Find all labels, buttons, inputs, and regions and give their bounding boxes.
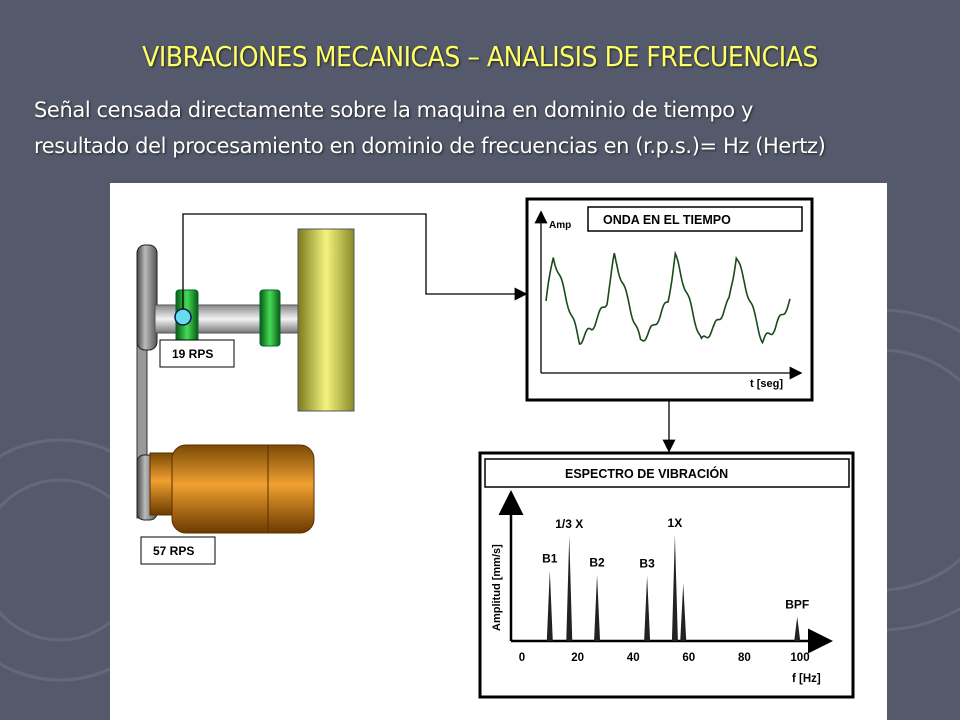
- time-y-label: Amp: [549, 220, 571, 231]
- subtitle-line-2: resultado del procesamiento en dominio d…: [34, 134, 826, 158]
- spectrum-peak-label: B2: [589, 555, 605, 569]
- vibration-sensor: [174, 308, 192, 326]
- motor-speed-label: 57 RPS: [153, 544, 194, 558]
- time-panel-title: ONDA EN EL TIEMPO: [603, 213, 731, 227]
- subtitle-line-1: Señal censada directamente sobre la maqu…: [34, 98, 754, 122]
- driven-pulley: [136, 244, 158, 351]
- spectrum-x-tick: 60: [682, 652, 695, 664]
- spectrum-peak: [680, 583, 687, 641]
- spectrum-peak: [546, 570, 553, 641]
- spectrum-peak-label: BPF: [785, 598, 809, 612]
- spectrum-y-label: Amplitud [mm/s]: [491, 544, 503, 631]
- spectrum-panel-title: ESPECTRO DE VIBRACIÓN: [565, 466, 728, 481]
- shaft-speed-box: [159, 339, 235, 368]
- spectrum-peak: [794, 616, 801, 641]
- motor-speed-box: [140, 536, 216, 565]
- shaft-speed-label: 19 RPS: [172, 347, 213, 361]
- electric-motor: [171, 444, 315, 534]
- spectrum-x-tick: 40: [627, 652, 640, 664]
- spectrum-x-tick: 20: [571, 652, 584, 664]
- spectrum-peak-label: B1: [542, 552, 558, 566]
- spectrum-peak-label: 1/3 X: [555, 517, 583, 531]
- spectrum-peak-label: 1X: [668, 516, 683, 530]
- spectrum-peak: [566, 536, 573, 641]
- machine-drawing: 19 RPS 57 RPS: [136, 228, 355, 565]
- time-domain-panel: ONDA EN EL TIEMPO Amp t [seg]: [525, 197, 814, 402]
- signal-arrow-to-time: [182, 213, 528, 309]
- spectrum-x-label: f [Hz]: [792, 673, 821, 685]
- spectrum-peak: [671, 534, 678, 641]
- spectrum-x-tick: 80: [738, 652, 751, 664]
- spectrum-peak: [644, 575, 651, 641]
- slide-subtitle: Señal censada directamente sobre la maqu…: [34, 92, 960, 164]
- time-waveform: [545, 250, 791, 346]
- time-x-label: t [seg]: [750, 378, 783, 390]
- spectrum-peak-label: B3: [639, 557, 655, 571]
- spectrum-x-tick: 100: [790, 652, 809, 664]
- spectrum-x-tick: 0: [519, 652, 525, 664]
- vibration-diagram: 19 RPS 57 RPS ONDA EN EL TIEMPO Amp t [s…: [110, 183, 887, 720]
- spectrum-peak: [594, 574, 601, 641]
- bearing-2: [259, 289, 281, 347]
- flywheel: [297, 228, 355, 412]
- spectrum-panel: ESPECTRO DE VIBRACIÓN Amplitud [mm/s] 0 2…: [478, 451, 855, 699]
- slide-title: VIBRACIONES MECANICAS – ANALISIS DE FREC…: [142, 40, 818, 73]
